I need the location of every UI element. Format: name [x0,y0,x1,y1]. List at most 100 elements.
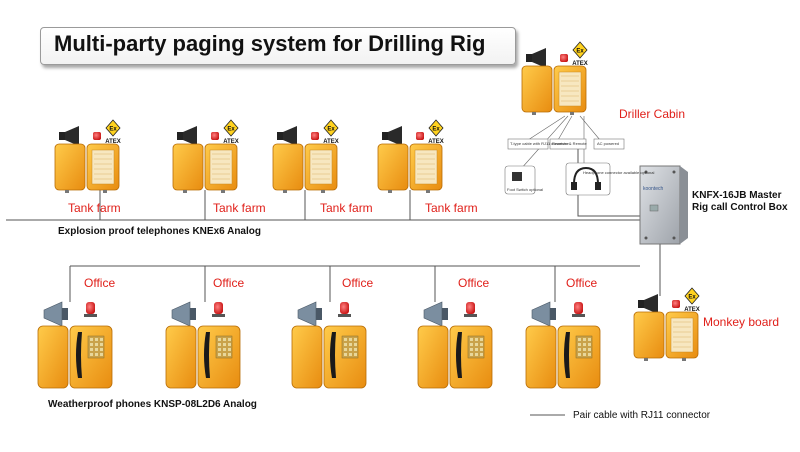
accessory-foot-switch: Foot Switch optional [507,187,544,192]
keypad [341,335,359,359]
atex-text: ATEX [323,139,339,145]
control-box-brand: koontech [643,186,664,192]
atex-text: ATEX [428,139,444,145]
tank-farm-label-2: Tank farm [213,201,266,215]
accessory-headphone: Headphone connector available optional [583,170,655,175]
accessory-t-cable: T-type cable with RJ11 connector [510,141,569,146]
driller-cabin-label: Driller Cabin [619,107,686,121]
horn-icon [531,301,551,327]
keypad-window [91,149,115,185]
atex-symbol: Ex [109,127,117,133]
horn-icon [177,132,183,140]
office-label-1: Office [84,276,116,290]
horn-bell [183,126,197,146]
beacon-icon [466,302,475,314]
beacon-icon [574,302,583,314]
horn-bell [65,126,79,146]
phone-door [54,143,86,191]
phone-door [377,143,409,191]
cable-tank-farm-drops [99,190,411,220]
office-label-4: Office [458,276,490,290]
atex-symbol: Ex [432,127,440,133]
weatherproof-phones-caption: Weatherproof phones KNSP-08L2D6 Analog [48,399,257,410]
phone-door [417,325,449,389]
beacon-icon [340,302,349,314]
monkey-board-label: Monkey board [703,315,780,329]
beacon-icon [311,132,319,140]
horn-icon [526,54,532,62]
knsp-phone-5 [525,301,601,389]
horn-icon [423,301,443,327]
knsp-phone-2 [165,301,241,389]
atex-text: ATEX [223,139,239,145]
office-label-3: Office [342,276,374,290]
control-box-desc: Rig call Control Box [692,202,788,213]
handset-icon [456,332,462,378]
beacon-icon [214,302,223,314]
beacon-icon [86,302,95,314]
office-label-2: Office [213,276,245,290]
explosion-phones-caption: Explosion proof telephones KNEx6 Analog [58,226,261,237]
keypad-window [670,317,694,353]
knsp-phone-4 [417,301,493,389]
horn-bell [388,126,402,146]
beacon-icon [211,132,219,140]
horn-icon [277,132,283,140]
keypad [467,335,485,359]
atex-text: ATEX [572,61,588,67]
keypad [87,335,105,359]
beacon-icon [560,54,568,62]
knsp-phone-3 [291,301,367,389]
keypad-window [209,149,233,185]
phone-door [37,325,69,389]
atex-symbol: Ex [227,127,235,133]
horn-bell [532,48,546,68]
atex-text: ATEX [105,139,121,145]
handset-icon [76,332,82,378]
keypad-window [558,71,582,107]
headphone-icon [571,166,601,190]
keypad [215,335,233,359]
atex-symbol: Ex [576,49,584,55]
weatherproof-phones [37,301,601,389]
horn-icon [43,301,63,327]
control-box-name: KNFX-16JB Master [692,190,782,201]
horn-icon [638,300,644,308]
atex-symbol: Ex [688,295,696,301]
handset-icon [564,332,570,378]
horn-bell [644,294,658,314]
beacon-icon [672,300,680,308]
horn-icon [297,301,317,327]
knsp-phone-1 [37,301,113,389]
keypad-window [309,149,333,185]
accessory-receiver: Receiver & Remote [552,141,587,146]
tank-farm-label-4: Tank farm [425,201,478,215]
cable-office-drops [69,266,556,302]
atex-symbol: Ex [327,127,335,133]
legend-pair-cable: Pair cable with RJ11 connector [573,410,711,421]
foot-switch-icon [512,172,522,181]
accessory-lines [519,115,601,171]
phone-door [165,325,197,389]
phone-door [272,143,304,191]
handset-icon [330,332,336,378]
diagram-title: Multi-party paging system for Drilling R… [54,31,486,56]
tank-farm-label-3: Tank farm [320,201,373,215]
horn-icon [382,132,388,140]
horn-bell [283,126,297,146]
beacon-icon [416,132,424,140]
handset-icon [204,332,210,378]
keypad [575,335,593,359]
